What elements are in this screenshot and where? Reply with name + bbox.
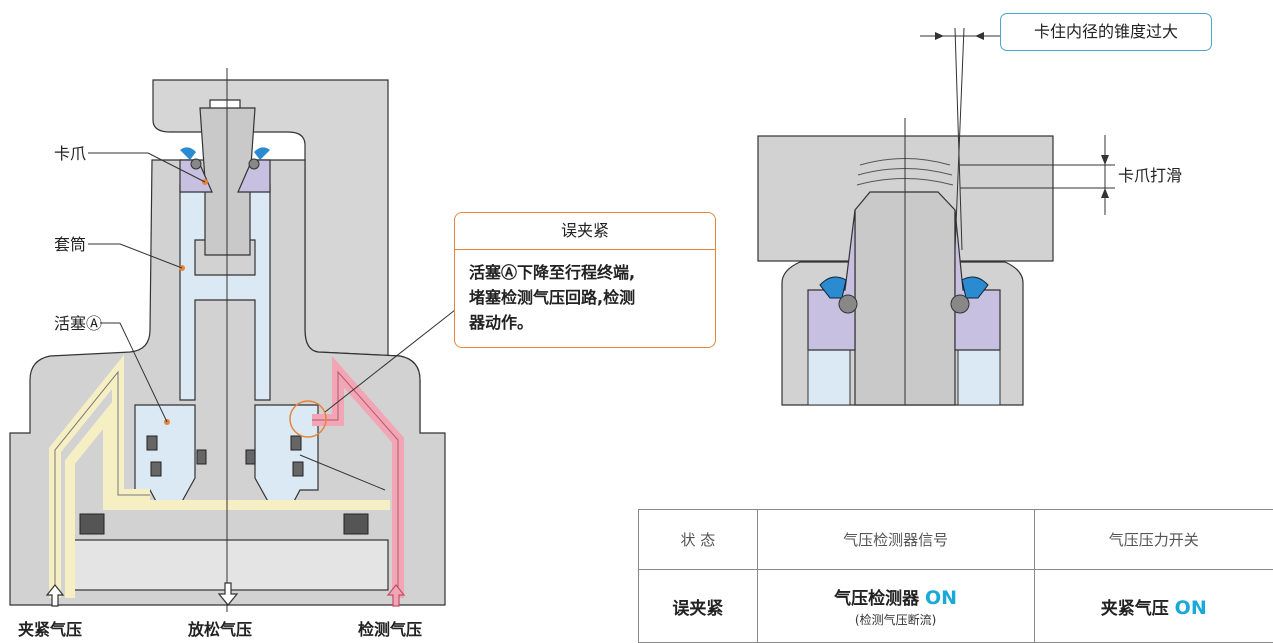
left-section — [9, 68, 456, 612]
callout-body: 活塞Ⓐ下降至行程终端, 堵塞检测气压回路,检测 器动作。 — [455, 250, 715, 345]
callout-line: 堵塞检测气压回路,检测 — [469, 288, 636, 307]
label-release-air: 放松气压 — [187, 620, 252, 639]
callout-line: 器动作。 — [469, 313, 534, 332]
label-sleeve: 套筒 — [54, 235, 86, 254]
label-detect-air: 检测气压 — [358, 620, 422, 639]
label-clamp-air: 夹紧气压 — [18, 620, 82, 639]
taper-tag: 卡住内径的锥度过大 — [1000, 13, 1212, 51]
label-jaw-slip: 卡爪打滑 — [1118, 166, 1182, 185]
header-switch: 气压压力开关 — [1033, 509, 1273, 570]
taper-arrow-left-icon — [935, 32, 944, 40]
cell-switch: 夹紧气压 ON — [1033, 569, 1273, 643]
detector-label: 气压检测器 — [834, 589, 920, 609]
label-jaw: 卡爪 — [54, 144, 86, 163]
status-table: 状 态 气压检测器信号 气压压力开关 误夹紧 气压检测器 ON (检测气压断流)… — [638, 509, 1273, 643]
label-piston: 活塞Ⓐ — [54, 314, 102, 333]
release-air-arrow-icon — [217, 582, 239, 606]
switch-label: 夹紧气压 — [1100, 598, 1169, 619]
header-detector: 气压检测器信号 — [756, 509, 1035, 570]
cell-detector: 气压检测器 ON (检测气压断流) — [756, 569, 1035, 643]
switch-on: ON — [1174, 596, 1207, 619]
detect-air-arrow-icon — [386, 584, 406, 607]
clamp-air-arrow-icon — [45, 584, 65, 607]
detector-on: ON — [925, 587, 958, 609]
detector-note: (检测气压断流) — [854, 613, 937, 627]
right-detail — [757, 27, 1115, 406]
header-state: 状 态 — [638, 509, 758, 570]
callout-line: 活塞Ⓐ下降至行程终端, — [469, 263, 636, 282]
cell-state: 误夹紧 — [638, 569, 758, 643]
callout-title: 误夹紧 — [455, 213, 715, 250]
misclamp-callout: 误夹紧 活塞Ⓐ下降至行程终端, 堵塞检测气压回路,检测 器动作。 — [454, 212, 716, 348]
taper-arrow-right-icon — [975, 32, 984, 40]
